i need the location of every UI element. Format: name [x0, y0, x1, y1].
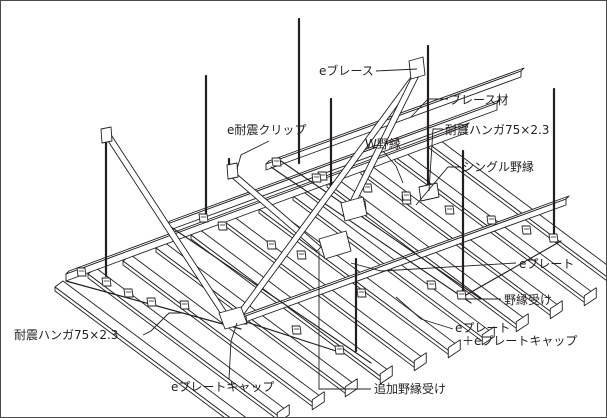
- label-single-furring: シングル野縁: [462, 159, 534, 174]
- furring-channel-11-end: [583, 287, 597, 307]
- clip-25: [311, 173, 322, 183]
- label-e-brace: eブレース: [319, 63, 374, 78]
- label-additional-furring-support: 追加野縁受け: [374, 381, 446, 396]
- clip-18: [291, 325, 302, 335]
- clip-1: [76, 267, 87, 277]
- clip-8: [266, 240, 277, 250]
- e-plate-center: [318, 230, 352, 260]
- label-seismic-hanger-left: 耐震ハンガ75×2.3: [14, 328, 118, 342]
- label-e-plate-cap: eプレートキャップ: [171, 380, 274, 394]
- clip-9: [271, 157, 282, 167]
- clip-21: [426, 280, 437, 290]
- furring-support-1-top: [65, 122, 470, 275]
- leader-lines: [142, 68, 517, 390]
- furring-channel-1-web: [54, 280, 246, 417]
- clip-4: [146, 297, 157, 307]
- clip-5: [179, 300, 190, 310]
- furring-channel-2-end: [276, 404, 290, 417]
- furring-channel-3-end: [311, 391, 325, 411]
- furring-channel-8-end: [481, 326, 495, 346]
- label-furring-support: 野縁受け: [504, 292, 552, 307]
- e-seismic-clip-part: [226, 162, 239, 180]
- right-end-rail: [458, 240, 562, 300]
- hanger-fitting-top: [418, 182, 440, 202]
- e-brace-head-left: [100, 126, 113, 144]
- e-plate-upper: [340, 196, 368, 222]
- label-e-plate-cap-line2: ＋eプレートキャップ: [462, 334, 577, 348]
- e-brace-head-top: [408, 56, 426, 80]
- furring-channel-10-end: [549, 300, 563, 320]
- right-bay-rail-2: [280, 160, 482, 300]
- front-rail-right: [236, 318, 337, 352]
- clip-11: [362, 183, 373, 193]
- clip-23: [296, 250, 307, 260]
- clip-6: [198, 213, 209, 223]
- clip-14: [486, 215, 497, 225]
- clip-26: [401, 191, 412, 201]
- furring-channel-5-end: [379, 365, 393, 385]
- furring-channel-6-end: [413, 352, 427, 372]
- clip-13: [444, 205, 455, 215]
- e-plate-cap-bottom: [218, 306, 248, 330]
- furring-channel-1-face: [54, 286, 230, 417]
- label-brace-member: ブレース材: [449, 92, 508, 107]
- clip-15: [521, 225, 532, 235]
- clip-20: [356, 288, 367, 298]
- labels: eブレース ブレース材 e耐震クリップ W野縁 耐震ハンガ75×2.3 シングル…: [14, 63, 577, 396]
- furring-channel-2-face: [87, 273, 280, 417]
- clip-2: [101, 277, 112, 287]
- middle-rail: [170, 226, 372, 364]
- label-e-plate: eプレート: [519, 257, 574, 271]
- furring-channel-7-end: [447, 339, 461, 359]
- clip-22: [456, 290, 467, 300]
- label-w-furring: W野縁: [365, 136, 401, 151]
- label-e-plate-cap-line1: eプレート: [455, 321, 510, 335]
- clip-19: [334, 345, 345, 355]
- label-seismic-hanger-top: 耐震ハンガ75×2.3: [445, 123, 549, 137]
- right-bay-rail-1: [270, 166, 472, 304]
- clip-3: [123, 288, 134, 298]
- clip-7: [217, 221, 228, 231]
- furring-channel-9-end: [515, 313, 529, 333]
- diagram-parts: [54, 17, 606, 417]
- label-e-seismic-clip: e耐震クリップ: [227, 123, 306, 137]
- clip-16: [548, 233, 559, 243]
